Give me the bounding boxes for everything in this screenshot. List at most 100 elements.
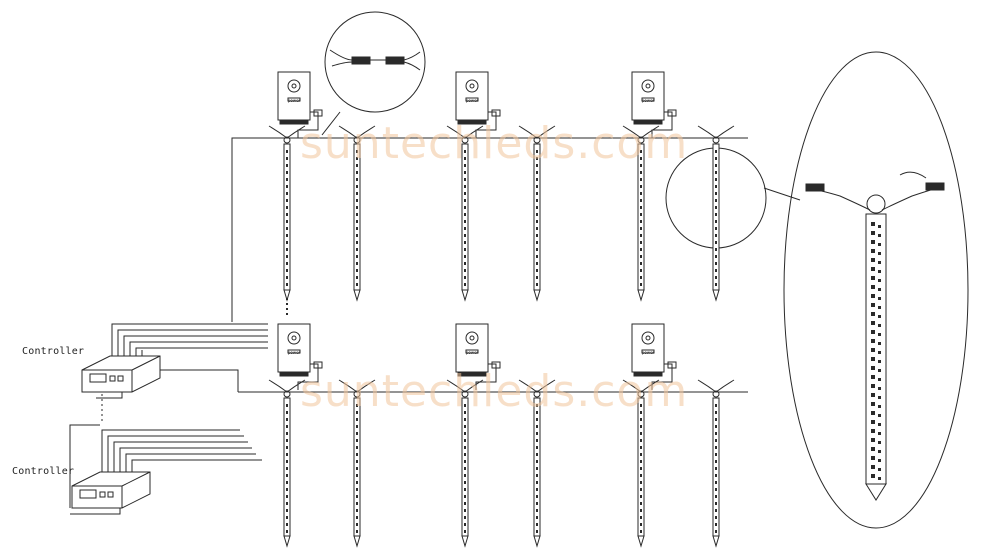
detail-led xyxy=(871,420,875,424)
power-box: power xyxy=(277,323,323,390)
led-tube-pole xyxy=(338,379,376,548)
controller-link-wire xyxy=(69,424,100,508)
detail-led xyxy=(871,411,875,415)
led-tube-pole xyxy=(622,125,660,302)
power-box-label: power xyxy=(466,350,479,355)
detail-led xyxy=(878,459,881,462)
detail-tube xyxy=(805,171,945,501)
detail-led xyxy=(878,378,881,381)
detail-led xyxy=(878,225,881,228)
detail-led xyxy=(871,276,875,280)
controller-1-tail xyxy=(96,392,123,399)
detail-led xyxy=(871,447,875,451)
detail-led xyxy=(878,279,881,282)
detail-led xyxy=(871,366,875,370)
detail-led xyxy=(871,402,875,406)
detail-led xyxy=(878,432,881,435)
detail-led xyxy=(878,342,881,345)
detail-led xyxy=(871,222,875,226)
detail-led xyxy=(878,477,881,480)
detail-led xyxy=(871,429,875,433)
detail-led xyxy=(871,357,875,361)
power-box: power xyxy=(277,71,323,138)
power-box: power xyxy=(455,71,501,138)
power-box-label: power xyxy=(466,98,479,103)
controller-2-tail xyxy=(70,508,121,515)
connector-pointer-line xyxy=(321,111,341,136)
detail-led xyxy=(878,396,881,399)
led-tube-pole xyxy=(622,379,660,548)
detail-led xyxy=(878,387,881,390)
led-tube-pole xyxy=(268,379,306,548)
detail-led xyxy=(878,261,881,264)
detail-led xyxy=(871,330,875,334)
detail-led xyxy=(871,267,875,271)
row-2-feed-wire xyxy=(160,369,239,392)
led-tube-pole xyxy=(338,125,376,302)
controller-2-outputs xyxy=(101,429,262,466)
detail-led xyxy=(871,375,875,379)
detail-led xyxy=(871,249,875,253)
controller-1 xyxy=(81,350,161,393)
detail-led xyxy=(878,306,881,309)
detail-led xyxy=(871,231,875,235)
detail-led xyxy=(878,270,881,273)
detail-led xyxy=(878,288,881,291)
detail-led xyxy=(878,414,881,417)
led-tube-pole xyxy=(446,125,484,302)
detail-led xyxy=(878,252,881,255)
zoom-circle-connector xyxy=(324,11,426,113)
led-tube-pole xyxy=(518,379,556,548)
detail-led xyxy=(878,243,881,246)
controller-2 xyxy=(71,466,151,509)
led-tube-pole xyxy=(697,379,735,548)
led-tube-pole xyxy=(697,125,735,302)
detail-led xyxy=(878,351,881,354)
power-box-label: power xyxy=(642,350,655,355)
detail-led xyxy=(878,441,881,444)
controller-label-2: Controller xyxy=(12,466,75,477)
detail-led xyxy=(871,465,875,469)
detail-led xyxy=(878,234,881,237)
detail-led xyxy=(871,384,875,388)
detail-led xyxy=(871,474,875,478)
detail-led xyxy=(878,360,881,363)
controller-1-outputs xyxy=(111,323,268,350)
led-tube-pole xyxy=(446,379,484,548)
controller-label-1: Controller xyxy=(22,346,85,357)
detail-led xyxy=(871,303,875,307)
zoom-connector-detail xyxy=(329,49,421,71)
detail-led xyxy=(871,312,875,316)
detail-led xyxy=(878,324,881,327)
detail-led xyxy=(878,405,881,408)
power-box: power xyxy=(455,323,501,390)
detail-led xyxy=(878,423,881,426)
detail-led xyxy=(871,456,875,460)
detail-led xyxy=(878,450,881,453)
detail-led xyxy=(878,333,881,336)
led-tube-pole xyxy=(518,125,556,302)
power-box: power xyxy=(631,71,677,138)
detail-led xyxy=(878,297,881,300)
detail-led xyxy=(878,468,881,471)
power-box-label: power xyxy=(288,98,301,103)
row-1-signal-wire xyxy=(231,137,268,322)
detail-led xyxy=(878,369,881,372)
detail-led xyxy=(871,438,875,442)
led-tube-pole xyxy=(268,125,306,302)
power-box-label: power xyxy=(642,98,655,103)
detail-led xyxy=(871,285,875,289)
power-box: power xyxy=(631,323,677,390)
detail-led xyxy=(871,321,875,325)
detail-led xyxy=(878,315,881,318)
detail-led xyxy=(871,258,875,262)
power-box-label: power xyxy=(288,350,301,355)
detail-led xyxy=(871,294,875,298)
detail-ellipse xyxy=(783,51,969,529)
detail-led xyxy=(871,393,875,397)
detail-led xyxy=(871,348,875,352)
detail-led xyxy=(871,339,875,343)
zoom-pointer-line xyxy=(763,187,801,201)
